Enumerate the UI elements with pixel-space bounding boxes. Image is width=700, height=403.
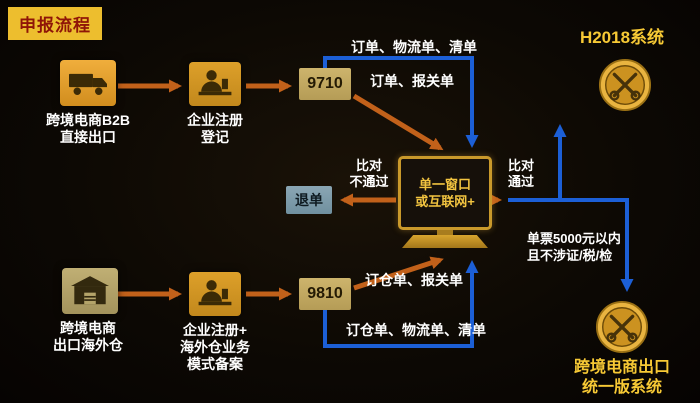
- compare-fail-line2: 不通过: [349, 174, 389, 189]
- bottom-declaration-edge-label: 订仓单、报关单: [365, 272, 463, 288]
- unified-system-label-line1: 跨境电商出口: [573, 359, 670, 376]
- registration-label: 企业注册 登记: [175, 112, 255, 146]
- orange-arrows: [118, 79, 502, 301]
- value-limit-note: 单票5000元以内 且不涉证/税/检: [527, 230, 639, 264]
- registration-label-line1: 企业注册: [187, 112, 243, 128]
- warehouse-icon: [62, 268, 118, 314]
- bottom-list-edge-label: 订仓单、物流单、清单: [346, 322, 486, 338]
- compare-pass-line1: 比对: [507, 158, 534, 173]
- clerk-glyph-icon: [198, 70, 232, 96]
- h2018-system-label: H2018系统: [579, 28, 665, 47]
- truck-glyph-icon: [69, 73, 107, 95]
- compare-pass-label: 比对 通过: [498, 158, 544, 190]
- warehouse-registration-line3: 模式备案: [187, 356, 243, 372]
- overseas-warehouse-line2: 出口海外仓: [53, 337, 123, 353]
- monitor-neck: [437, 230, 453, 235]
- unified-system-badge-icon: [595, 300, 649, 354]
- registration-clerk-icon: [189, 62, 241, 106]
- code-9810-box: 9810: [299, 278, 351, 310]
- warehouse-registration-line1: 企业注册+: [182, 322, 248, 338]
- unified-system-label-line2: 统一版系统: [581, 379, 662, 396]
- warehouse-registration-line2: 海外仓业务: [180, 339, 250, 355]
- registration-label-line2: 登记: [201, 129, 229, 145]
- value-limit-note-line2: 且不涉证/税/检: [527, 248, 613, 263]
- top-list-edge-label: 订单、物流单、清单: [351, 39, 477, 55]
- h2018-badge-glyph-icon: [598, 58, 652, 112]
- single-window-screen: 单一窗口 或互联网+: [398, 156, 492, 230]
- blue-lines: [323, 56, 634, 348]
- h2018-customs-badge-icon: [598, 58, 652, 112]
- compare-fail-line1: 比对: [355, 158, 382, 173]
- top-declaration-edge-label: 订单、报关单: [370, 73, 454, 89]
- clerk2-glyph-icon: [198, 280, 232, 306]
- code-9710-box: 9710: [299, 68, 351, 100]
- compare-fail-label: 比对 不通过: [340, 158, 398, 190]
- overseas-warehouse-label: 跨境电商 出口海外仓: [32, 320, 144, 354]
- reject-order-box: 退单: [286, 186, 332, 214]
- single-window-line1: 单一窗口: [418, 177, 471, 192]
- exporter-label-line1: 跨境电商B2B: [45, 112, 130, 128]
- single-window-monitor-icon: 单一窗口 或互联网+: [398, 156, 492, 248]
- warehouse-registration-label: 企业注册+ 海外仓业务 模式备案: [168, 322, 262, 373]
- monitor-base: [402, 235, 488, 248]
- exporter-label: 跨境电商B2B 直接出口: [24, 112, 152, 146]
- truck-icon: [60, 60, 116, 106]
- exporter-label-line2: 直接出口: [60, 129, 116, 145]
- unified-badge-glyph-icon: [595, 300, 649, 354]
- warehouse-glyph-icon: [71, 276, 109, 305]
- overseas-warehouse-line1: 跨境电商: [60, 320, 116, 336]
- compare-pass-line2: 通过: [507, 174, 534, 189]
- value-limit-note-line1: 单票5000元以内: [527, 231, 621, 246]
- unified-system-label: 跨境电商出口 统一版系统: [550, 358, 694, 398]
- page-title: 申报流程: [8, 7, 102, 40]
- single-window-line2: 或互联网+: [415, 194, 475, 209]
- warehouse-registration-clerk-icon: [189, 272, 241, 316]
